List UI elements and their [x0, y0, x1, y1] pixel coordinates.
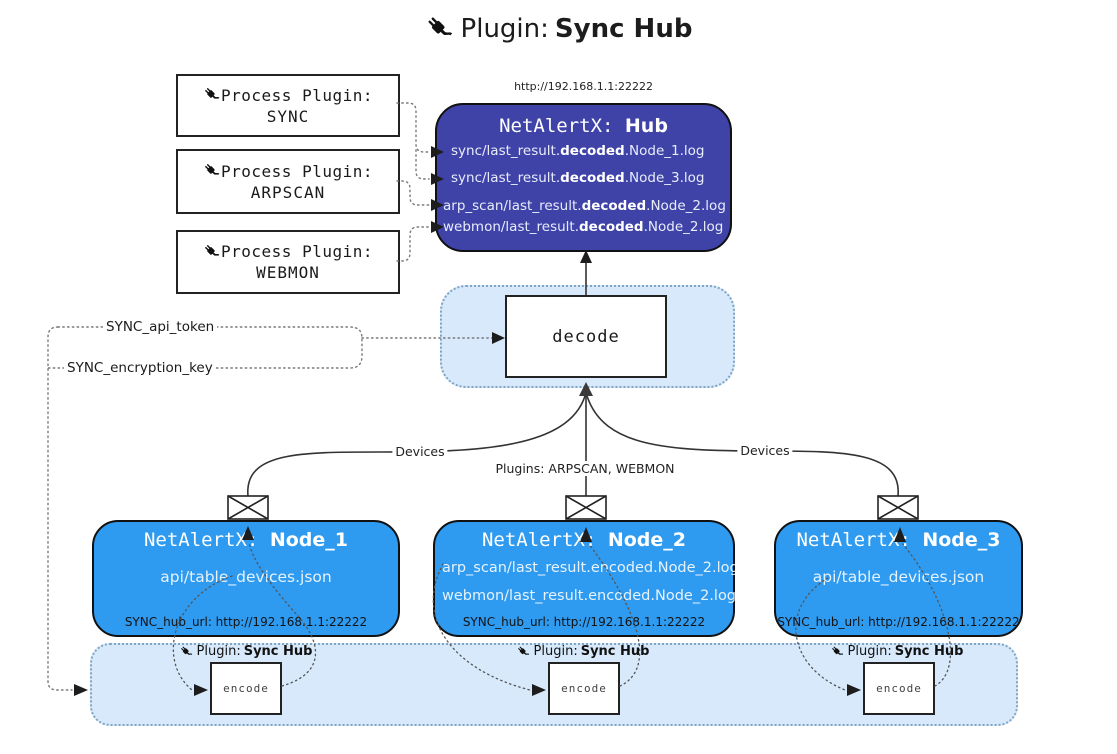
plug-icon [517, 645, 531, 659]
plug-icon [203, 243, 221, 261]
node-file: webmon/last_result.encoded.Node_2.log [442, 588, 737, 604]
envelope-icon [877, 495, 919, 520]
hub-log-line: webmon/last_result.decoded.Node_2.log [443, 219, 724, 235]
plug-icon [203, 162, 221, 180]
encode-box: encode [863, 662, 935, 715]
edge-arpscan-to-hub [396, 180, 430, 206]
strip-label: Plugin:Sync Hub [517, 644, 649, 659]
node-title-name: Node_2 [607, 529, 686, 551]
process-plugin-name: SYNC [266, 106, 310, 126]
node-file: arp_scan/last_result.encoded.Node_2.log [442, 560, 739, 576]
arrowhead [74, 684, 88, 696]
node-hub-url: SYNC_hub_url: http://192.168.1.1:22222 [462, 615, 706, 629]
encode-box: encode [548, 662, 620, 715]
edge-label-devices-left: Devices [392, 444, 448, 459]
process-plugin-box-arpscan: Process Plugin: ARPSCAN [176, 149, 400, 214]
hub-log-line: arp_scan/last_result.decoded.Node_2.log [443, 198, 726, 214]
node-hub-url: SYNC_hub_url: http://192.168.1.1:22222 [124, 615, 368, 629]
hub-title-name: Hub [624, 115, 668, 137]
plug-icon [831, 645, 845, 659]
node-title-prefix: NetAlertX: [143, 529, 259, 551]
node-hub-url: SYNC_hub_url: http://192.168.1.1:22222 [777, 615, 1020, 629]
node-file: api/table_devices.json [160, 568, 332, 586]
edge-label-devices-right: Devices [737, 443, 793, 458]
edge-webmon-to-hub [396, 226, 430, 262]
plug-icon [203, 86, 221, 104]
hub-log-line: sync/last_result.decoded.Node_1.log [451, 143, 705, 159]
process-plugin-box-sync: Process Plugin: SYNC [176, 74, 400, 137]
process-plugin-label: Process Plugin: [221, 85, 373, 105]
hub-url-label: http://192.168.1.1:22222 [514, 80, 653, 93]
process-plugin-label: Process Plugin: [221, 161, 373, 181]
node3-box: NetAlertX: Node_3 api/table_devices.json… [774, 520, 1023, 637]
edge-label-plugins-mid: Plugins: ARPSCAN, WEBMON [492, 461, 678, 476]
encode-box: encode [210, 662, 282, 715]
node-title-prefix: NetAlertX: [481, 529, 597, 551]
hub-title-prefix: NetAlertX: [499, 115, 614, 137]
node1-box: NetAlertX: Node_1 api/table_devices.json… [92, 520, 400, 637]
plug-icon [425, 14, 455, 44]
edge-secrets-to-strip [47, 326, 73, 691]
process-plugin-name: ARPSCAN [250, 182, 326, 202]
process-plugin-name: WEBMON [256, 263, 320, 282]
title-prefix: Plugin: [460, 14, 549, 44]
title-name: Sync Hub [554, 14, 693, 44]
node-title-name: Node_3 [922, 529, 1001, 551]
hub-log-line: sync/last_result.decoded.Node_3.log [451, 170, 705, 186]
node-title-prefix: NetAlertX: [796, 529, 911, 551]
sync-encryption-key-label: SYNC_encryption_key [64, 360, 216, 376]
process-plugin-box-webmon: Process Plugin: WEBMON [176, 230, 400, 294]
decode-box: decode [505, 295, 667, 378]
envelope-icon [565, 495, 607, 520]
strip-label: Plugin:Sync Hub [831, 644, 963, 659]
edge-sync-to-hub [396, 102, 430, 153]
plug-icon [180, 645, 194, 659]
node2-box: NetAlertX: Node_2 arp_scan/last_result.e… [433, 520, 739, 637]
edge-sync-to-hub-2 [415, 149, 430, 180]
hub-box: NetAlertX: Hub sync/last_result.decoded.… [435, 103, 732, 252]
sync-api-token-label: SYNC_api_token [103, 319, 218, 335]
node-file: api/table_devices.json [812, 568, 985, 586]
envelope-icon [227, 495, 269, 520]
page-title: Plugin: Sync Hub [0, 14, 1117, 44]
node-title-name: Node_1 [269, 529, 348, 551]
process-plugin-label: Process Plugin: [221, 242, 373, 261]
strip-label: Plugin:Sync Hub [180, 644, 312, 659]
